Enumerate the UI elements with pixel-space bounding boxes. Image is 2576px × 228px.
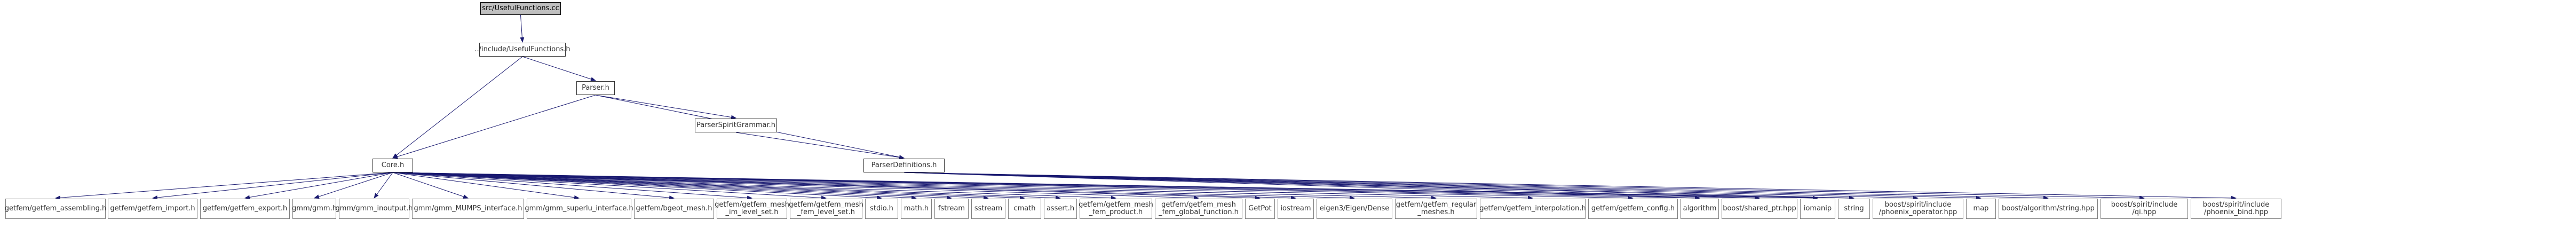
include-node: string xyxy=(1838,199,1870,219)
edge-root-to-useful_h xyxy=(520,14,525,43)
edge-defs_h-to-l26 xyxy=(903,172,1760,200)
include-node: getfem/getfem_regular _meshes.h xyxy=(1395,199,1477,219)
include-node: math.h xyxy=(901,199,932,219)
edge-defs_h-to-l25 xyxy=(903,172,1700,200)
include-node: getfem/getfem_mesh _im_level_set.h xyxy=(715,199,789,219)
edge-core_h-to-l16 xyxy=(392,172,1061,200)
edge-defs_h-to-l31 xyxy=(903,172,2049,200)
edge-core_h-to-l8 xyxy=(392,172,675,200)
edge-parser_h-to-grammar_h xyxy=(595,95,736,120)
include-node: fstream xyxy=(934,199,969,219)
include-node: gmm/gmm_superlu_interface.h xyxy=(525,199,633,219)
header-node[interactable]: ParserDefinitions.h xyxy=(863,159,945,172)
edge-core_h-to-l23 xyxy=(392,172,1533,200)
include-node: getfem/getfem_mesh _fem_level_set.h xyxy=(789,199,863,219)
include-node: boost/spirit/include /phoenix_operator.h… xyxy=(1873,199,1963,219)
include-node: gmm/gmm.h xyxy=(292,199,337,219)
header-node[interactable]: Core.h xyxy=(372,159,413,172)
edge-core_h-to-l12 xyxy=(392,172,917,200)
include-node: GetPot xyxy=(1245,199,1275,219)
include-node: getfem/getfem_mesh _fem_global_function.… xyxy=(1155,199,1242,219)
include-node: eigen3/Eigen/Dense xyxy=(1317,199,1392,219)
include-node: getfem/getfem_config.h xyxy=(1588,199,1678,219)
edge-core_h-to-l4 xyxy=(314,172,393,199)
include-node: boost/spirit/include /qi.hpp xyxy=(2101,199,2188,219)
include-node: boost/shared_ptr.hpp xyxy=(1722,199,1797,219)
include-node: sstream xyxy=(971,199,1005,219)
edge-defs_h-to-l33 xyxy=(903,172,2237,200)
header-node[interactable]: Parser.h xyxy=(576,81,615,95)
edge-defs_h-to-l28 xyxy=(903,172,1854,200)
include-node: boost/spirit/include /phoenix_bind.hpp xyxy=(2191,199,2281,219)
edge-core_h-to-l10 xyxy=(392,172,827,200)
include-node: cmath xyxy=(1008,199,1041,219)
root-file-node: src/UsefulFunctions.cc xyxy=(480,2,561,15)
include-node: algorithm xyxy=(1681,199,1719,219)
include-node: getfem/getfem_interpolation.h xyxy=(1479,199,1586,219)
edge-core_h-to-l3 xyxy=(244,172,393,200)
include-node: assert.h xyxy=(1044,199,1077,219)
include-node: gmm/gmm_inoutput.h xyxy=(335,199,413,219)
edge-core_h-to-l1 xyxy=(55,172,393,200)
include-node: getfem/bgeot_mesh.h xyxy=(634,199,714,219)
edge-grammar_h-to-defs_h xyxy=(735,132,905,160)
header-node[interactable]: ParserSpiritGrammar.h xyxy=(695,119,777,132)
edge-core_h-to-l18 xyxy=(392,172,1199,200)
edge-core_h-to-l6 xyxy=(392,172,469,199)
include-node: getfem/getfem_export.h xyxy=(200,199,290,219)
include-node: map xyxy=(1966,199,1996,219)
edge-defs_h-to-l32 xyxy=(903,172,2145,200)
header-node[interactable]: ../include/UsefulFunctions.h xyxy=(474,43,570,57)
edge-core_h-to-l21 xyxy=(392,172,1355,200)
edge-core_h-to-l11 xyxy=(392,172,882,200)
include-node: gmm/gmm_MUMPS_interface.h xyxy=(412,199,524,219)
include-node: iostream xyxy=(1278,199,1314,219)
edge-core_h-to-l5 xyxy=(374,172,393,199)
include-node: getfem/getfem_mesh _fem_product.h xyxy=(1079,199,1153,219)
include-node: getfem/getfem_import.h xyxy=(108,199,197,219)
edge-core_h-to-l9 xyxy=(392,172,752,200)
include-node: iomanip xyxy=(1800,199,1835,219)
edge-core_h-to-l2 xyxy=(152,172,393,200)
edge-core_h-to-l17 xyxy=(392,172,1116,200)
include-node: stdio.h xyxy=(865,199,898,219)
edge-parser_h-to-core_h xyxy=(392,95,596,159)
include-node: getfem/getfem_assembling.h xyxy=(5,199,106,219)
edge-core_h-to-l22 xyxy=(392,172,1437,200)
include-node: boost/algorithm/string.hpp xyxy=(1999,199,2098,219)
edge-useful_h-to-core_h xyxy=(392,56,523,159)
edge-core_h-to-l7 xyxy=(392,172,580,200)
edge-useful_h-to-parser_h xyxy=(522,56,596,81)
